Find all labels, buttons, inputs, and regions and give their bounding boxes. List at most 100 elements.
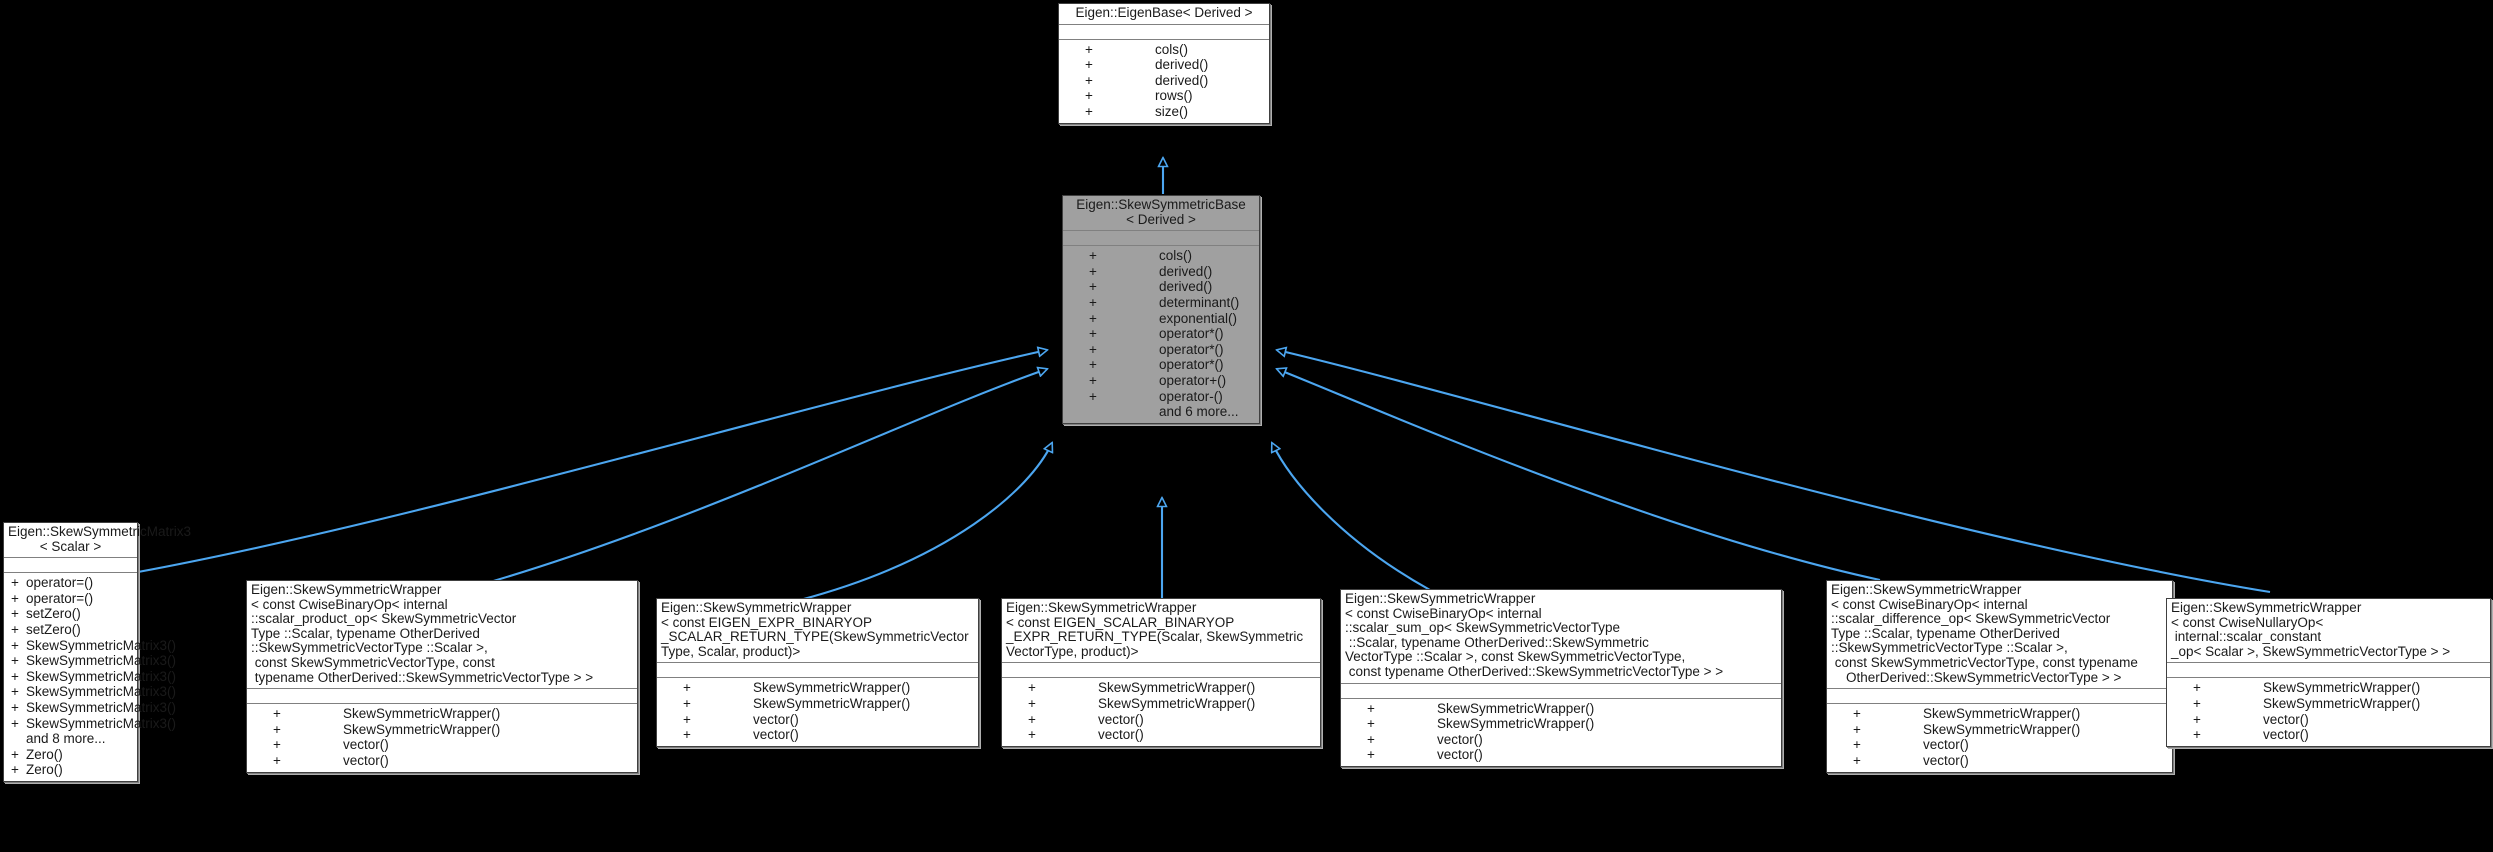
operation-row[interactable]: + operator+()	[1063, 373, 1259, 389]
operation-row[interactable]: + SkewSymmetricWrapper()	[1002, 696, 1320, 712]
operation-row[interactable]: + derived()	[1063, 264, 1259, 280]
operation-row[interactable]: + SkewSymmetricWrapper()	[1827, 722, 2172, 738]
operation-row[interactable]: + SkewSymmetricMatrix3()	[4, 638, 176, 654]
operation-visibility: +	[2193, 680, 2201, 696]
operation-visibility: +	[1089, 294, 1097, 310]
operation-row[interactable]: + setZero()	[4, 606, 137, 622]
operation-row[interactable]: + operator*()	[1063, 326, 1259, 342]
operation-visibility: +	[1367, 747, 1375, 763]
operation-visibility: +	[1089, 341, 1097, 357]
operation-row[interactable]: + vector()	[1827, 737, 2172, 753]
operation-visibility: +	[1853, 752, 1861, 768]
operation-row[interactable]: + SkewSymmetricWrapper()	[1827, 706, 2172, 722]
operation-visibility: +	[683, 680, 691, 696]
operation-row[interactable]: + SkewSymmetricWrapper()	[2167, 696, 2490, 712]
operation-row[interactable]: + determinant()	[1063, 295, 1259, 311]
operation-row[interactable]: + operator=()	[4, 591, 137, 607]
operation-row[interactable]: + SkewSymmetricMatrix3()	[4, 669, 176, 685]
operation-row[interactable]: + exponential()	[1063, 311, 1259, 327]
class-box-wrapper-product[interactable]: Eigen::SkewSymmetricWrapper < const Cwis…	[246, 580, 638, 773]
operation-visibility: +	[1089, 279, 1097, 295]
operation-name: SkewSymmetricMatrix3()	[26, 684, 177, 700]
operation-row[interactable]: + vector()	[247, 737, 637, 753]
operation-row-more[interactable]: and 8 more...	[4, 731, 137, 747]
operation-name: vector()	[1923, 737, 1969, 753]
operation-row[interactable]: + size()	[1059, 104, 1269, 120]
operation-visibility: +	[11, 715, 19, 731]
operation-visibility	[4, 731, 26, 747]
operation-name: SkewSymmetricWrapper()	[1098, 695, 1256, 711]
operation-row[interactable]: + vector()	[2167, 712, 2490, 728]
operation-row[interactable]: + operator*()	[1063, 342, 1259, 358]
operation-row[interactable]: + cols()	[1059, 42, 1269, 58]
operation-row[interactable]: + SkewSymmetricWrapper()	[2167, 680, 2490, 696]
class-title-skewsymmetricbase: Eigen::SkewSymmetricBase < Derived >	[1063, 196, 1259, 232]
class-title-wrapper-difference: Eigen::SkewSymmetricWrapper < const Cwis…	[1827, 581, 2172, 690]
operation-row[interactable]: + derived()	[1059, 73, 1269, 89]
edge-wrapper-difference-to-base	[1277, 369, 1881, 582]
operation-name: vector()	[343, 752, 389, 768]
operation-visibility: +	[273, 706, 281, 722]
class-box-wrapper-scalar-binaryop[interactable]: Eigen::SkewSymmetricWrapper < const EIGE…	[1001, 598, 1321, 747]
class-box-wrapper-difference[interactable]: Eigen::SkewSymmetricWrapper < const Cwis…	[1826, 580, 2173, 773]
class-box-eigenbase[interactable]: Eigen::EigenBase< Derived > + cols() + d…	[1058, 3, 1270, 124]
class-attributes-wrapper-sum	[1341, 684, 1781, 699]
operation-name: Zero()	[26, 762, 63, 778]
operation-visibility: +	[1028, 727, 1036, 743]
operation-row[interactable]: + SkewSymmetricWrapper()	[247, 706, 637, 722]
operation-row[interactable]: + setZero()	[4, 622, 137, 638]
operation-row[interactable]: + operator=()	[4, 575, 137, 591]
operation-row[interactable]: + SkewSymmetricMatrix3()	[4, 684, 176, 700]
operation-row[interactable]: + vector()	[1827, 753, 2172, 769]
operation-row[interactable]: + vector()	[1341, 747, 1781, 763]
class-box-skewsymmetricmatrix3[interactable]: Eigen::SkewSymmetricMatrix3 < Scalar > +…	[3, 522, 191, 782]
operation-row[interactable]: + operator-()	[1063, 389, 1259, 405]
operation-row[interactable]: + operator*()	[1063, 357, 1259, 373]
operation-row-more[interactable]: and 6 more...	[1063, 404, 1259, 420]
class-box-wrapper-nullary[interactable]: Eigen::SkewSymmetricWrapper < const Cwis…	[2166, 598, 2491, 747]
operation-name: vector()	[1923, 752, 1969, 768]
operation-visibility: +	[1028, 680, 1036, 696]
operation-visibility: +	[273, 737, 281, 753]
operation-visibility: +	[1085, 103, 1093, 119]
class-box-wrapper-binaryop-scalar[interactable]: Eigen::SkewSymmetricWrapper < const EIGE…	[656, 598, 979, 747]
operation-row[interactable]: + SkewSymmetricWrapper()	[1341, 716, 1781, 732]
operation-row[interactable]: + vector()	[247, 753, 637, 769]
operation-name: SkewSymmetricWrapper()	[2263, 680, 2421, 696]
operation-row[interactable]: + SkewSymmetricWrapper()	[1341, 701, 1781, 717]
operation-name: derived()	[1155, 72, 1209, 88]
operation-row[interactable]: + derived()	[1059, 57, 1269, 73]
operation-row[interactable]: + SkewSymmetricWrapper()	[1002, 680, 1320, 696]
operation-name: SkewSymmetricMatrix3()	[26, 699, 177, 715]
operation-row[interactable]: + SkewSymmetricMatrix3()	[4, 653, 176, 669]
operation-row[interactable]: + SkewSymmetricMatrix3()	[4, 715, 176, 732]
class-box-wrapper-sum[interactable]: Eigen::SkewSymmetricWrapper < const Cwis…	[1340, 589, 1782, 767]
operation-row[interactable]: + vector()	[657, 712, 978, 728]
operation-name: operator=()	[26, 575, 94, 591]
class-box-skewsymmetricbase[interactable]: Eigen::SkewSymmetricBase < Derived > + c…	[1062, 195, 1260, 424]
operation-visibility: +	[1853, 737, 1861, 753]
operation-name: vector()	[1437, 747, 1483, 763]
operation-name: Zero()	[26, 746, 63, 762]
operation-row[interactable]: + SkewSymmetricWrapper()	[247, 722, 637, 738]
operation-name: and 6 more...	[1159, 404, 1239, 420]
operation-row[interactable]: + vector()	[1341, 732, 1781, 748]
operation-visibility: +	[1089, 248, 1097, 264]
operation-name: derived()	[1159, 263, 1213, 279]
operation-visibility: +	[11, 684, 19, 700]
operation-row[interactable]: + SkewSymmetricMatrix3()	[4, 700, 176, 716]
operation-row[interactable]: + Zero()	[4, 747, 137, 763]
operation-row[interactable]: + vector()	[1002, 712, 1320, 728]
operation-row[interactable]: + cols()	[1063, 248, 1259, 264]
operation-row[interactable]: + vector()	[657, 727, 978, 743]
operation-row[interactable]: + SkewSymmetricWrapper()	[657, 696, 978, 712]
operation-visibility: +	[683, 711, 691, 727]
operation-row[interactable]: + vector()	[1002, 727, 1320, 743]
operation-row[interactable]: + derived()	[1063, 279, 1259, 295]
operation-row[interactable]: + vector()	[2167, 727, 2490, 743]
operation-name: SkewSymmetricMatrix3()	[26, 668, 177, 684]
operation-name: vector()	[753, 711, 799, 727]
operation-row[interactable]: + SkewSymmetricWrapper()	[657, 680, 978, 696]
operation-row[interactable]: + Zero()	[4, 762, 137, 778]
operation-row[interactable]: + rows()	[1059, 88, 1269, 104]
